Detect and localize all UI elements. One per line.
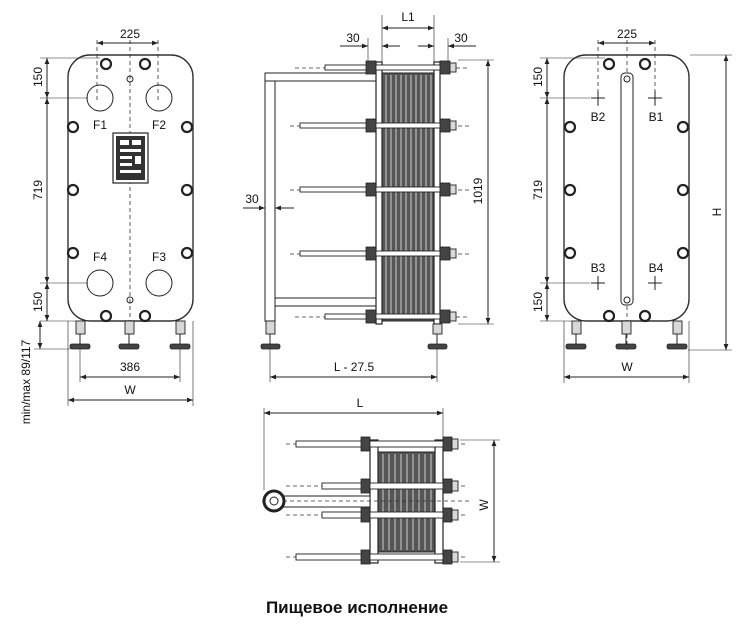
front-view: F1 F2 F4 F3 225 150 719 150 min/max 89/1… (19, 27, 194, 424)
tie-bolts (290, 60, 470, 324)
side-dim-l1: L1 (401, 10, 415, 24)
back-feet (565, 320, 688, 350)
top-guide-bar (277, 495, 371, 508)
side-dim-30-left: 30 (346, 31, 360, 45)
top-dim-l: L (357, 396, 364, 410)
port-label-b3: B3 (591, 261, 606, 275)
top-tie-bolts (286, 436, 466, 565)
nameplate-icon (112, 132, 149, 184)
top-pressure-plate (369, 439, 379, 564)
port-f2-circle (145, 84, 173, 112)
front-dim-225: 225 (120, 27, 140, 41)
front-dim-719: 719 (31, 180, 45, 200)
front-bolts (66, 57, 194, 323)
back-view: B2 B1 B3 B4 225 150 719 150 H W (531, 27, 732, 383)
back-dim-h: H (710, 208, 724, 217)
top-guide-bar (264, 72, 377, 82)
front-dim-feet: min/max 89/117 (19, 339, 33, 424)
port-label-f3: F3 (152, 250, 166, 264)
port-label-f4: F4 (93, 250, 107, 264)
back-dim-150-top: 150 (531, 67, 545, 87)
port-label-b4: B4 (649, 261, 664, 275)
plate-pack (381, 72, 435, 322)
pressure-plate (375, 61, 383, 325)
side-dim-30-frame: 30 (245, 192, 259, 206)
front-dim-w: W (124, 383, 136, 397)
side-dim-30-right: 30 (454, 31, 468, 45)
top-frame-plate (434, 439, 444, 564)
frame-plate (433, 61, 441, 325)
port-label-b2: B2 (591, 110, 606, 124)
back-bolts (563, 57, 690, 323)
port-f3-circle (145, 269, 173, 297)
back-dim-150-bottom: 150 (531, 292, 545, 312)
caption: Пищевое исполнение (266, 598, 448, 617)
port-label-f2: F2 (152, 118, 166, 132)
front-dim-150-bottom: 150 (31, 292, 45, 312)
support-column (264, 80, 276, 322)
side-dim-l-minus: L - 27.5 (334, 360, 375, 374)
top-plate-lines (382, 454, 432, 550)
back-dim-w: W (621, 360, 633, 374)
back-port-marks (591, 91, 662, 290)
back-channel (620, 72, 634, 306)
top-dim-w: W (477, 499, 491, 511)
front-feet (69, 320, 191, 350)
side-feet (260, 320, 448, 350)
front-dim-386: 386 (120, 360, 140, 374)
back-dim-719: 719 (531, 180, 545, 200)
side-view: L1 30 30 30 1019 L - 27.5 (243, 10, 494, 382)
side-dim-1019: 1019 (471, 177, 485, 204)
port-label-f1: F1 (93, 118, 107, 132)
bottom-guide-bar (274, 297, 377, 307)
back-dim-225: 225 (617, 27, 637, 41)
top-view: L W (262, 396, 500, 565)
front-dim-150-top: 150 (31, 67, 45, 87)
port-label-b1: B1 (649, 110, 664, 124)
